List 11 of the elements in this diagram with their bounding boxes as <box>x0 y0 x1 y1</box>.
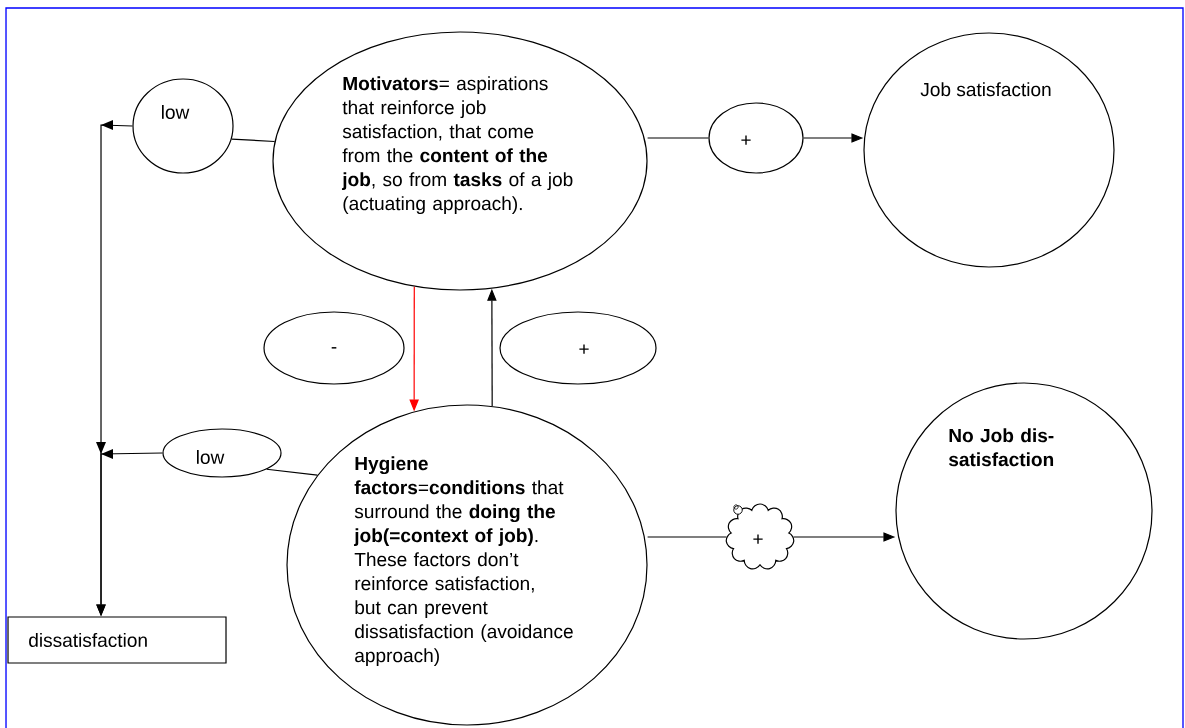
cloud-node: + <box>725 503 795 570</box>
circle-node: Job satisfaction <box>863 32 1115 268</box>
ellipse-node: + <box>708 102 804 174</box>
ellipse-node: Motivators= aspirations that reinforce job satisfaction, that come from the content of the job, so from tasks of a job (actuating approach). <box>272 31 648 291</box>
circle-node: No Job dis-satisfaction <box>895 382 1153 640</box>
ellipse-node: low <box>132 78 234 174</box>
ellipse-node: low <box>162 428 282 478</box>
circle-node: Hygiene factors=conditions that surround the doing the job(=context of job). These factors don’t reinforce satisfaction, but can prevent dissatisfaction (avoidance approach) <box>286 404 648 726</box>
text-box: dissatisfaction <box>7 616 227 664</box>
ellipse-node: + <box>499 311 657 385</box>
ellipse-node: - <box>263 311 405 385</box>
